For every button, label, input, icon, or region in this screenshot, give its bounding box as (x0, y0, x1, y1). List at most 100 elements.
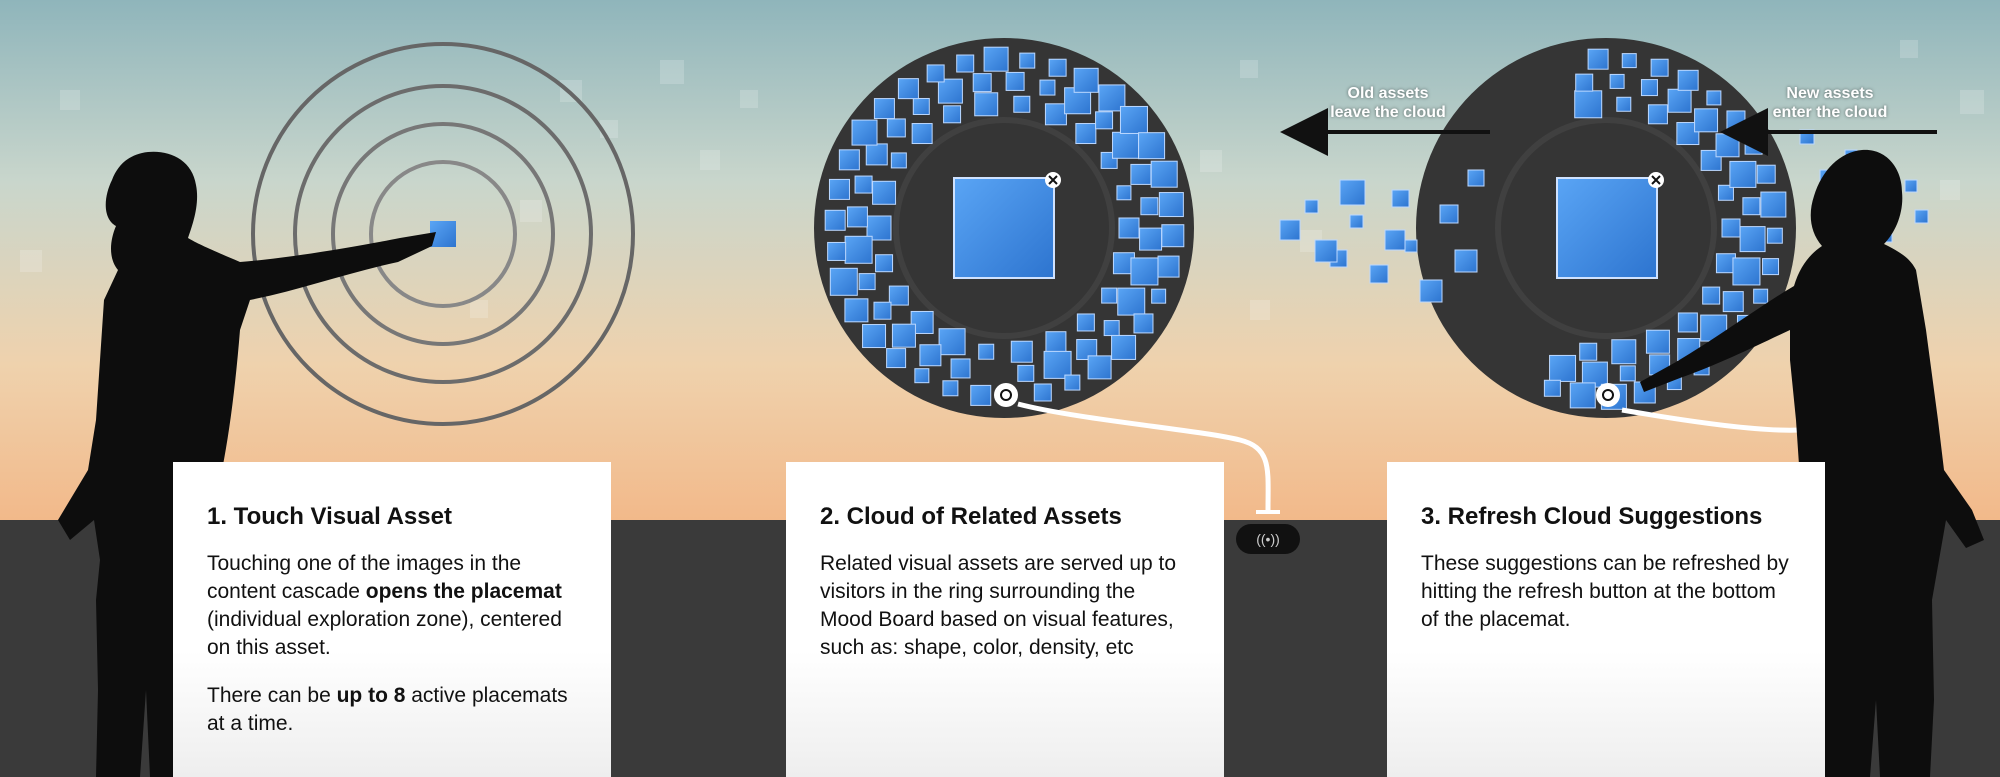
step-2-paragraph: Related visual assets are served up to v… (820, 552, 1177, 659)
related-asset-tile (1039, 79, 1056, 96)
new-asset-tile (1762, 258, 1780, 276)
new-asset-tile (1715, 133, 1740, 158)
new-assets-line2: enter the cloud (1772, 104, 1888, 121)
related-asset-tile (1076, 313, 1095, 332)
new-asset-tile (1706, 90, 1722, 106)
new-asset-tile (1575, 73, 1594, 92)
new-asset-tile (1587, 48, 1609, 70)
leaving-asset-tile (1419, 279, 1443, 303)
new-asset-tile (1611, 339, 1637, 365)
related-asset-tile (828, 178, 850, 200)
new-asset-tile (1677, 69, 1699, 91)
new-asset-tile (1739, 226, 1766, 253)
related-asset-tile (858, 273, 876, 291)
leaving-asset-tile (1369, 264, 1389, 284)
related-asset-tile (1087, 355, 1112, 380)
new-asset-tile (1667, 88, 1692, 113)
related-asset-tile (938, 328, 966, 356)
related-asset-tile (1111, 334, 1137, 360)
related-asset-tile (846, 206, 868, 228)
related-asset-tile (1048, 58, 1067, 77)
related-asset-tile (1117, 287, 1146, 316)
new-asset-tile (1549, 354, 1577, 382)
leaving-asset-tile (1391, 189, 1410, 208)
step-1-paragraph-1: Touching one of the images in the conten… (207, 550, 577, 662)
related-asset-tile (970, 384, 992, 406)
related-asset-tile (875, 254, 894, 273)
old-assets-line2: leave the cloud (1330, 104, 1446, 121)
new-asset-tile (1677, 312, 1698, 333)
step-1-paragraph-2: There can be up to 8 active placemats at… (207, 682, 577, 738)
related-asset-tile (1118, 217, 1140, 239)
old-assets-label: Old assets leave the cloud (1298, 84, 1478, 122)
leaving-asset-tile (1454, 249, 1478, 273)
related-asset-tile (862, 324, 887, 349)
step-2-title: 2. Cloud of Related Assets (820, 503, 1122, 530)
related-asset-tile (926, 64, 945, 83)
step-1-p1-text-c: (individual exploration zone), centered … (207, 608, 562, 659)
cable-right (1621, 407, 1801, 433)
related-asset-tile (891, 323, 916, 348)
step-1-p2-text-c: active placemats at a time. (207, 684, 568, 735)
new-asset-tile (1729, 160, 1757, 188)
new-asset-tile (1619, 365, 1636, 382)
related-asset-tile (865, 143, 888, 166)
related-asset-tile (1019, 52, 1036, 69)
new-asset-tile (1621, 53, 1637, 69)
related-asset-tile (1010, 340, 1033, 363)
new-asset-tile (1742, 197, 1761, 216)
cloud-ring-right (1279, 38, 1929, 418)
related-asset-tile (911, 123, 933, 145)
leaving-asset-tile (1339, 179, 1366, 206)
mood-board-center-asset-right (1556, 177, 1658, 279)
related-asset-tile (829, 267, 858, 296)
related-asset-tile (983, 46, 1009, 72)
related-asset-tile (1130, 257, 1159, 286)
new-asset-tile (1650, 58, 1669, 77)
step-3-title: 3. Refresh Cloud Suggestions (1421, 503, 1763, 530)
new-asset-tiles (1543, 48, 1787, 410)
close-icon (1045, 172, 1061, 188)
related-asset-tile (897, 78, 919, 100)
cable (1017, 401, 1271, 511)
new-asset-tile (1744, 136, 1763, 155)
new-asset-tile (1722, 291, 1744, 313)
related-asset-tile (1119, 105, 1148, 134)
related-asset-tile (942, 380, 959, 397)
new-asset-tile (1647, 104, 1668, 125)
step-1-p2-bold: up to 8 (336, 684, 406, 707)
new-asset-tile (1717, 184, 1734, 201)
new-asset-tile (1569, 382, 1596, 409)
related-asset-tile (950, 358, 971, 379)
leaving-asset-tile (1439, 204, 1459, 224)
related-asset-tile (890, 152, 907, 169)
related-asset-tile (978, 343, 995, 360)
new-asset-tile (1609, 73, 1625, 89)
new-asset-tile (1676, 122, 1700, 146)
touch-ripples (251, 42, 635, 426)
new-asset-tile (1721, 218, 1741, 238)
leaving-asset-tile (1279, 219, 1301, 241)
related-asset-tile (1013, 95, 1031, 113)
related-asset-tile (1138, 132, 1166, 160)
related-asset-tile (873, 301, 892, 320)
related-asset-tile (1005, 71, 1025, 91)
related-asset-tile (1130, 163, 1152, 185)
cloud-ring-middle (814, 38, 1194, 418)
leaving-asset-tile (1467, 169, 1485, 187)
related-asset-tile (824, 209, 846, 231)
related-asset-tile (1101, 287, 1118, 304)
related-asset-tile (872, 180, 897, 205)
leaving-asset-tile (1349, 214, 1364, 229)
related-asset-tile (1140, 197, 1159, 216)
step-3-paragraph: These suggestions can be refreshed by hi… (1421, 552, 1789, 631)
related-asset-tile (912, 97, 930, 115)
related-asset-tile (919, 344, 942, 367)
leaving-asset-tile (1384, 229, 1406, 251)
leaving-asset-tile (1304, 199, 1319, 214)
related-asset-tile (888, 285, 909, 306)
related-asset-tile (1133, 313, 1154, 334)
related-asset-tile (1075, 123, 1097, 145)
related-asset-tile (851, 119, 878, 146)
related-asset-tile (1064, 374, 1081, 391)
